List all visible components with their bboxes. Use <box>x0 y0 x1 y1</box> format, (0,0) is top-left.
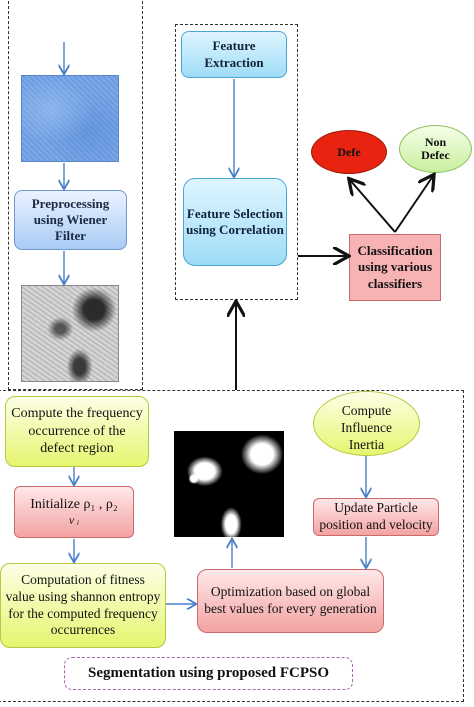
feature-selection-box: Feature Selection using Correlation <box>183 178 287 266</box>
compute-influence-node: Compute Influence Inertia <box>313 391 420 456</box>
input-fabric-image <box>21 75 119 162</box>
feature-extraction-box: Feature Extraction <box>181 31 287 78</box>
arrow-classification-to-nondefect <box>394 176 433 233</box>
non-defect-label: Non Defec <box>421 134 450 162</box>
classification-box: Classification using various classifiers <box>349 234 441 301</box>
non-defect-node: Non Defec <box>399 125 472 173</box>
initialize-sub: v ᵢ <box>68 513 80 528</box>
fitness-label: Computation of fitness value using shann… <box>5 571 161 638</box>
defect-label: Defe <box>337 144 361 159</box>
optimization-label: Optimization based on global best values… <box>204 584 377 616</box>
compute-frequency-box: Compute the frequency occurrence of the … <box>5 396 149 467</box>
feature-extraction-label: Feature Extraction <box>204 38 264 70</box>
segmented-image <box>174 431 284 537</box>
compute-influence-label: Compute Influence Inertia <box>341 403 392 452</box>
fcpso-panel <box>0 390 464 702</box>
arrow-classification-to-defect <box>350 180 396 233</box>
optimization-box: Optimization based on global best values… <box>197 569 384 633</box>
defect-node: Defe <box>311 130 387 174</box>
compute-frequency-label: Compute the frequency occurrence of the … <box>11 406 143 457</box>
classification-label: Classification using various classifiers <box>357 243 433 291</box>
update-particle-label: Update Particle position and velocity <box>319 500 433 532</box>
update-particle-box: Update Particle position and velocity <box>313 498 439 536</box>
preprocessing-label: Preprocessing using Wiener Filter <box>31 195 110 244</box>
initialize-box: Initialize ρ₁ , ρ₂ v ᵢ <box>14 486 134 538</box>
initialize-label: Initialize ρ₁ , ρ₂ <box>30 496 118 512</box>
preprocessing-panel <box>8 0 143 390</box>
segmentation-title-label: Segmentation using proposed FCPSO <box>87 665 329 682</box>
feature-selection-label: Feature Selection using Correlation <box>186 205 284 237</box>
segmentation-title: Segmentation using proposed FCPSO <box>64 657 353 690</box>
filtered-image <box>21 285 119 382</box>
fitness-box: Computation of fitness value using shann… <box>0 563 166 648</box>
preprocessing-box: Preprocessing using Wiener Filter <box>14 190 127 250</box>
